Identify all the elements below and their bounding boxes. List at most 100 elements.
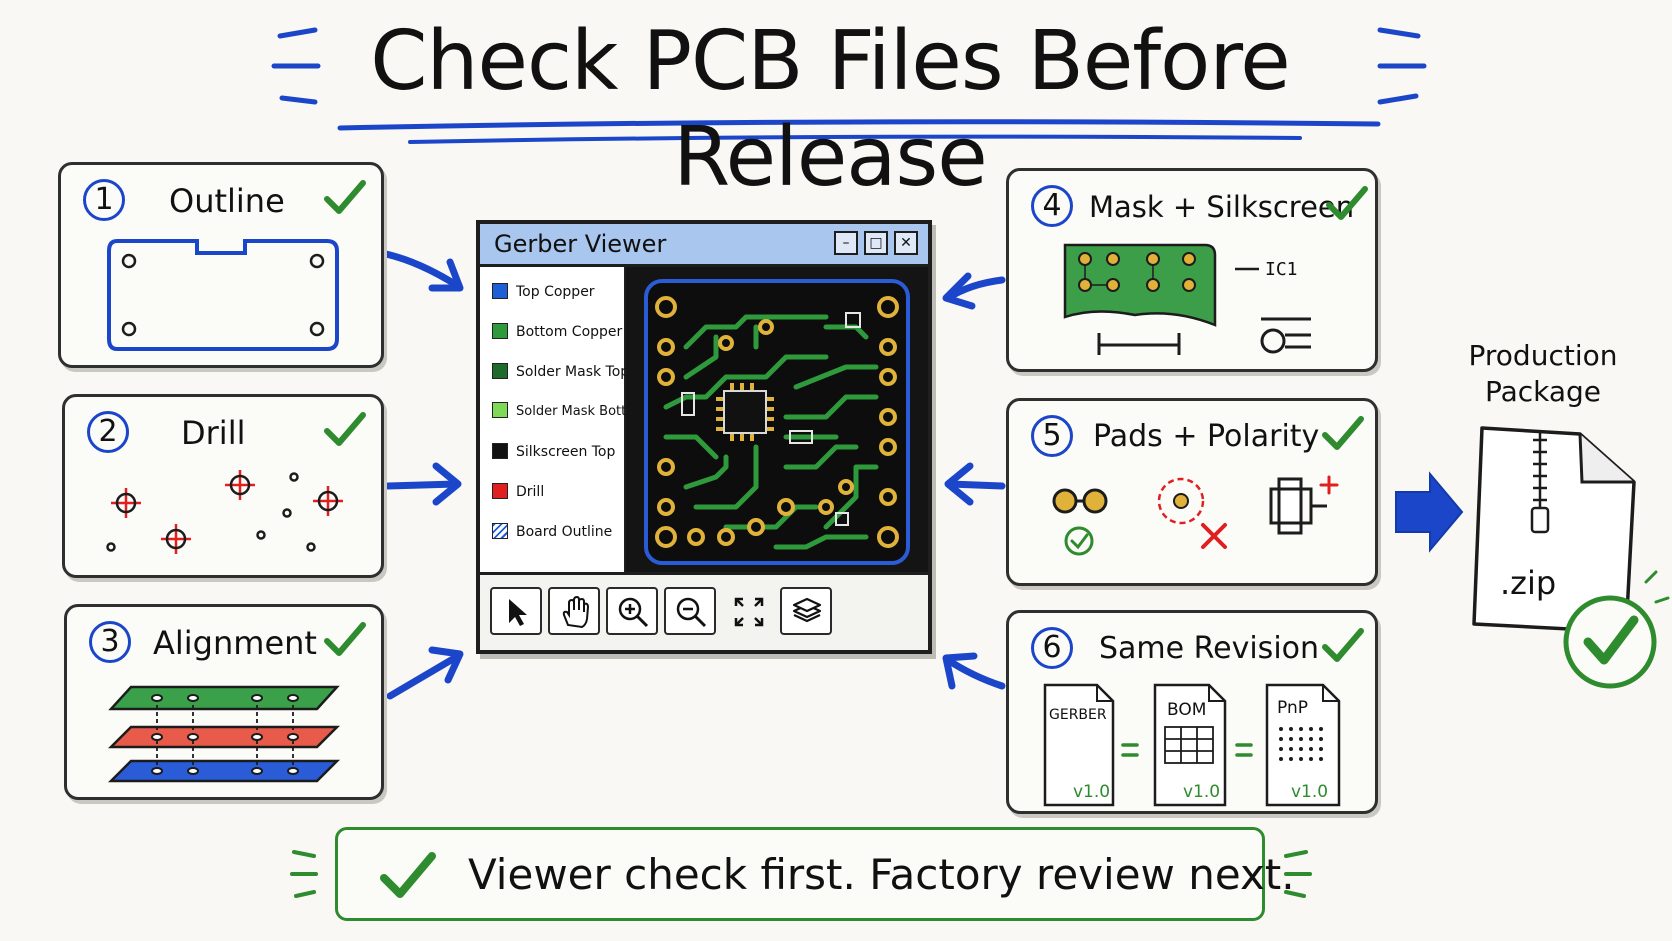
- revision-files-icon: GERBER v1.0 BOM v1.0 PnP: [1043, 683, 1341, 807]
- package-check-icon: [1563, 570, 1670, 689]
- drill-holes-icon: [106, 470, 343, 554]
- arrow-6-to-viewer: [942, 652, 1006, 690]
- zoom-in-icon: [618, 597, 649, 628]
- step-title: Outline: [169, 182, 285, 220]
- layer-label: Board Outline: [516, 524, 613, 540]
- step-title: Mask + Silkscreen: [1089, 190, 1355, 224]
- layer-swatch: [492, 363, 508, 379]
- step-number: 2: [87, 411, 129, 453]
- step-number: 6: [1031, 627, 1073, 669]
- step-card-pads-polarity: 5 Pads + Polarity: [1006, 398, 1378, 586]
- select-tool-button[interactable]: [490, 587, 542, 635]
- arrow-1-to-viewer: [382, 250, 464, 292]
- file-gerber-label: GERBER: [1049, 707, 1107, 723]
- pcb-canvas[interactable]: [626, 267, 928, 577]
- layer-swatch: [492, 443, 508, 459]
- arrow-2-to-viewer: [384, 462, 462, 506]
- step-title: Drill: [181, 414, 246, 452]
- step-card-outline: 1 Outline: [58, 162, 384, 368]
- close-button[interactable]: ✕: [894, 231, 918, 255]
- maximize-button[interactable]: □: [864, 231, 888, 255]
- file-gerber-version: v1.0: [1073, 782, 1110, 802]
- step-card-drill: 2 Drill: [62, 394, 384, 578]
- page-title: Check PCB Files Before Release: [370, 14, 1290, 205]
- zip-file-icon: [1472, 426, 1636, 634]
- layer-stack-icon: [107, 685, 341, 783]
- layer-label: Drill: [516, 484, 545, 500]
- layer-swatch: [492, 323, 508, 339]
- layer-item-drill[interactable]: Drill: [492, 479, 544, 505]
- fit-view-button[interactable]: [722, 587, 774, 635]
- pads-polarity-icon: [1052, 475, 1339, 556]
- layer-swatch: [492, 523, 508, 539]
- layers-icon: [792, 597, 822, 623]
- layer-swatch: [492, 283, 508, 299]
- layer-item-bottom-copper[interactable]: Bottom Copper: [492, 319, 622, 345]
- zoom-out-icon: [676, 597, 707, 628]
- check-icon: [1322, 628, 1364, 662]
- banner-flourish-left: [290, 850, 318, 898]
- minimize-button[interactable]: –: [834, 231, 858, 255]
- check-icon: [324, 180, 366, 214]
- summary-banner: Viewer check first. Factory review next.: [335, 827, 1295, 921]
- layer-label: Top Copper: [516, 284, 595, 300]
- file-pnp-label: PnP: [1277, 698, 1308, 718]
- check-icon: [1326, 186, 1368, 220]
- layer-label: Silkscreen Top: [516, 444, 616, 460]
- step-card-alignment: 3 Alignment: [64, 604, 384, 800]
- fit-view-icon: [734, 597, 764, 627]
- banner-text: Viewer check first. Factory review next.: [468, 850, 1295, 899]
- viewer-title: Gerber Viewer: [494, 230, 667, 258]
- title-underline-2: [408, 134, 1302, 144]
- check-icon: [324, 412, 366, 446]
- layer-swatch: [492, 402, 508, 418]
- arrow-5-to-viewer: [944, 462, 1006, 506]
- title-flourish-right: [1377, 27, 1427, 105]
- step-number: 1: [83, 179, 125, 221]
- file-bom-label: BOM: [1167, 700, 1206, 720]
- check-icon: [380, 852, 436, 898]
- layer-label: Bottom Copper: [516, 324, 623, 340]
- layer-label: Solder Mask Top: [516, 364, 630, 380]
- zip-extension-label: .zip: [1500, 564, 1557, 602]
- arrow-3-to-viewer: [386, 646, 464, 700]
- file-pnp-version: v1.0: [1291, 782, 1328, 802]
- layer-list: Top Copper Bottom Copper Solder Mask Top…: [480, 267, 647, 577]
- step-card-same-revision: 6 Same Revision GERBER v1.0 BOM: [1006, 610, 1378, 814]
- package-label: Production Package: [1468, 339, 1618, 408]
- zoom-out-button[interactable]: [664, 587, 716, 635]
- pcb-render: [644, 279, 910, 565]
- banner-flourish-right: [1284, 850, 1312, 898]
- select-icon: [509, 599, 527, 626]
- step-title: Pads + Polarity: [1093, 419, 1320, 454]
- step-title: Same Revision: [1099, 631, 1320, 666]
- step-number: 5: [1031, 415, 1073, 457]
- viewer-toolbar: [480, 572, 928, 650]
- layer-item-top-copper[interactable]: Top Copper: [492, 279, 595, 305]
- title-flourish-left: [271, 27, 321, 105]
- silkscreen-label: IC1: [1265, 259, 1298, 280]
- pan-hand-icon: [562, 595, 590, 629]
- step-title: Alignment: [153, 624, 317, 662]
- layer-item-solder-mask-top[interactable]: Solder Mask Top: [492, 359, 629, 385]
- layer-item-solder-mask-bottom[interactable]: Solder Mask Bottom: [492, 399, 647, 425]
- layers-toggle-button[interactable]: [780, 587, 832, 635]
- layer-label: Solder Mask Bottom: [516, 404, 647, 419]
- file-bom-version: v1.0: [1183, 782, 1220, 802]
- layer-item-board-outline[interactable]: Board Outline: [492, 519, 612, 545]
- step-card-mask-silkscreen: 4 Mask + Silkscreen IC1: [1006, 168, 1378, 372]
- check-icon: [1322, 416, 1364, 450]
- step-number: 4: [1031, 185, 1073, 227]
- zoom-in-button[interactable]: [606, 587, 658, 635]
- gerber-viewer-window[interactable]: Gerber Viewer – □ ✕ Top Copper Bottom Co…: [476, 220, 932, 654]
- viewer-titlebar[interactable]: Gerber Viewer – □ ✕: [480, 224, 928, 267]
- mask-silkscreen-icon: IC1: [1063, 243, 1311, 355]
- arrow-4-to-viewer: [942, 272, 1006, 310]
- check-icon: [324, 622, 366, 656]
- layer-item-silkscreen-top[interactable]: Silkscreen Top: [492, 439, 615, 465]
- arrow-to-package: [1395, 471, 1464, 553]
- step-number: 3: [89, 621, 131, 663]
- pan-tool-button[interactable]: [548, 587, 600, 635]
- title-underline: [337, 119, 1381, 131]
